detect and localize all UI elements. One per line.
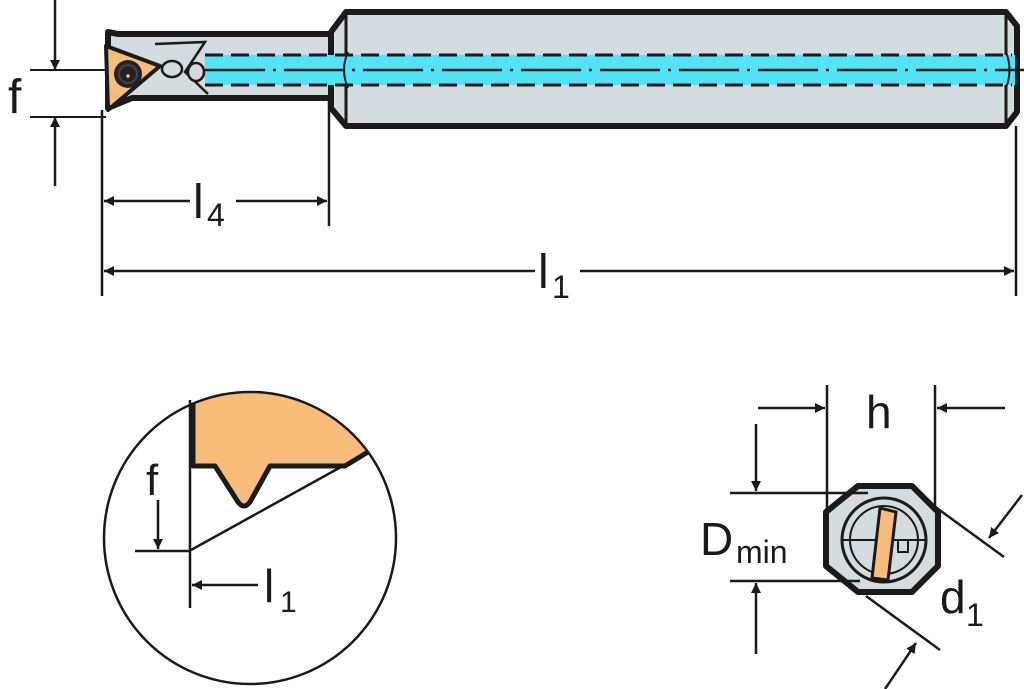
label-l1: l [538,246,549,299]
detail-view: f l 1 [102,390,398,686]
end-view: h D min d 1 [700,385,1023,689]
dim-f-side: f [8,0,106,186]
label-dmin-subscript: min [736,534,788,570]
label-dmin: D [700,513,733,565]
dim-l1: l 1 [104,246,1014,305]
coolant-channel [205,51,1024,89]
label-l4: l [193,176,204,229]
label-l4-subscript: 4 [207,197,225,233]
triangular-insert [104,44,162,112]
label-d1: d [940,571,966,623]
label-d1-subscript: 1 [966,597,984,633]
side-view: f l 4 l 1 [8,0,1024,305]
dim-l4: l 4 [104,176,327,233]
label-detail-f: f [146,456,159,505]
label-h: h [866,386,892,438]
label-detail-l1-subscript: 1 [280,586,297,619]
screw-head-icon [160,59,184,79]
end-section [823,483,941,595]
label-l1-subscript: 1 [552,269,570,305]
detail-circle [102,390,398,686]
label-f: f [8,71,22,124]
label-detail-l1: l [264,560,274,612]
